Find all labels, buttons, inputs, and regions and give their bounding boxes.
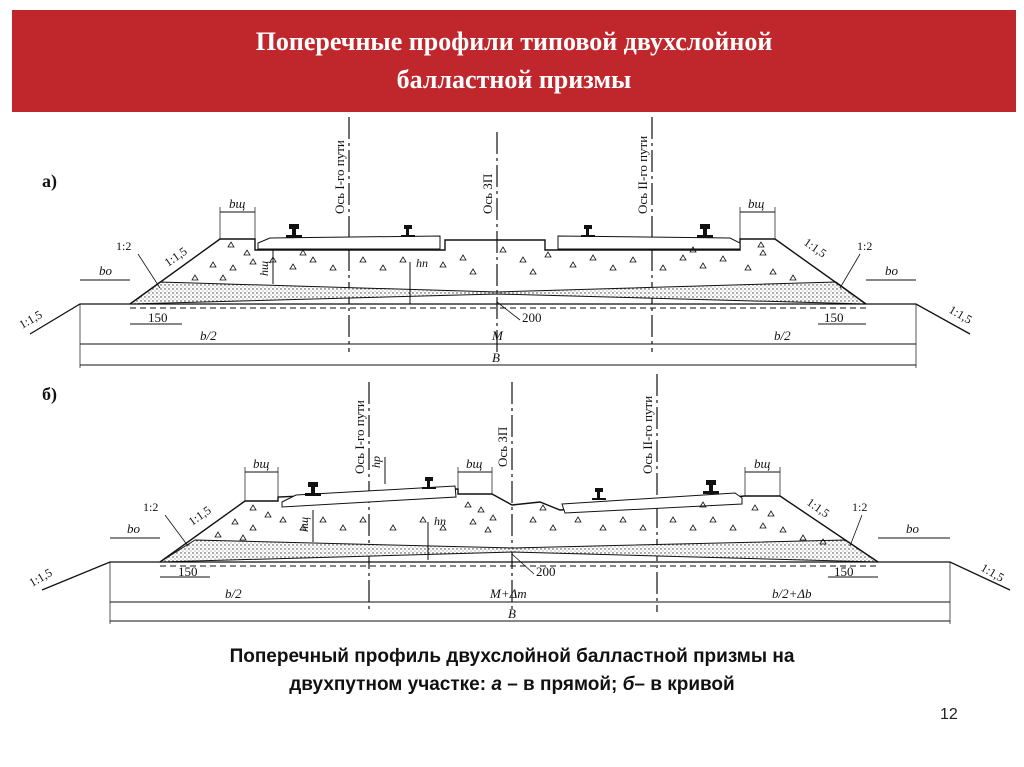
panel-a-sand-layer: [128, 281, 868, 305]
panel-a-hp-text: hп: [416, 256, 428, 270]
panel-a-bo-left-text: bо: [99, 263, 113, 278]
panel-b-b-half-right: b/2+Δb: [772, 586, 812, 601]
panel-b-stones: [214, 501, 827, 545]
panel-a-stones: [191, 241, 797, 281]
panel-b-ground-line: [41, 561, 1011, 591]
panel-a-200-text: 200: [522, 310, 542, 325]
panel-b-200-leader: [511, 553, 535, 575]
panel-a-B: B: [492, 350, 500, 365]
panel-a-b-half-right: b/2: [774, 328, 791, 343]
panel-a-slope-right-1-1-5: 1:1,5: [801, 235, 829, 260]
panel-a-bsh-right-text: bщ: [748, 196, 765, 211]
panel-b-bsh-left-text: bщ: [253, 456, 270, 471]
panel-a-150-right-text: 150: [824, 310, 844, 325]
panel-b-slope-right-1-2: 1:2: [852, 500, 867, 514]
panel-b-hp-text: hп: [434, 514, 446, 528]
panel-a-rail-4: [697, 224, 713, 238]
panel-a-label: а): [42, 171, 57, 192]
panel-a-rail-1: [286, 224, 302, 238]
panel-b-hr-text: hр: [369, 456, 383, 468]
panel-b-slope-outer-right: 1:1,5: [979, 560, 1007, 584]
panel-b-bsh-mid-text: bщ: [466, 456, 483, 471]
panel-b-M-dm: M+Δm: [489, 586, 527, 601]
panel-a-sleeper-left: [257, 235, 441, 250]
panel-b-hsh-text: hщ: [297, 517, 311, 532]
panel-a-M: M: [491, 328, 504, 343]
panel-a: а) Ось I-го пути Ось ЗП Ось II-го пути b…: [17, 117, 975, 368]
panel-b-sand-layer: [158, 539, 880, 563]
panel-b-rail-3: [592, 488, 606, 500]
panel-b-bsh-right-text: bщ: [754, 456, 771, 471]
panel-b: б) Ось I-го пути Ось ЗП Ось II-го пути h…: [27, 374, 1011, 624]
panel-a-200-leader: [496, 301, 521, 321]
caption-line-2-mid: – в прямой;: [501, 674, 623, 695]
panel-a-ballast-outline: [129, 238, 867, 305]
panel-a-axis-track1-text: Ось I-го пути: [332, 140, 347, 214]
caption-line-2-a: а: [491, 674, 502, 695]
panel-a-axis-track2-text: Ось II-го пути: [635, 136, 650, 214]
panel-a-slope-right-1-2: 1:2: [857, 239, 872, 253]
panel-b-rail-4: [703, 480, 719, 494]
panel-a-slope-left-leader: [137, 253, 161, 289]
panel-a-150-left-text: 150: [148, 310, 168, 325]
panel-b-slope-right-leader: [849, 514, 863, 547]
panel-b-label: б): [42, 384, 57, 405]
panel-a-rail-2: [401, 225, 415, 237]
caption-line-2-pre: двухпутном участке:: [289, 674, 492, 695]
panel-b-b-half-left: b/2: [225, 586, 242, 601]
panel-a-ground-line: [29, 303, 971, 335]
panel-b-axis-track2-text: Ось II-го пути: [640, 396, 655, 474]
panel-b-axis-track1-text: Ось I-го пути: [352, 400, 367, 474]
caption-line-2: двухпутном участке: а – в прямой; б– в к…: [60, 671, 964, 699]
panel-b-150-left-text: 150: [178, 564, 198, 579]
ballast-profiles-diagram: а) Ось I-го пути Ось ЗП Ось II-го пути b…: [17, 117, 1011, 624]
caption-line-2-post: – в кривой: [634, 674, 735, 695]
title-line-2: балластной призмы: [396, 65, 632, 94]
panel-a-bo-right-text: bо: [885, 263, 899, 278]
panel-b-bo-right-text: bо: [906, 521, 920, 536]
panel-b-sleeper-right: [561, 492, 743, 514]
panel-b-200-text: 200: [536, 564, 556, 579]
panel-b-150-right-text: 150: [834, 564, 854, 579]
title-line-1: Поперечные профили типовой двухслойной: [255, 27, 773, 56]
panel-b-axis-center-text: Ось ЗП: [495, 427, 510, 467]
caption-line-1: Поперечный профиль двухслойной балластно…: [229, 646, 795, 667]
panel-b-bo-left-text: bо: [127, 521, 141, 536]
panel-a-axis-center-text: Ось ЗП: [480, 174, 495, 214]
panel-b-rail-2: [422, 477, 436, 489]
panel-a-b-half-left: b/2: [200, 328, 217, 343]
panel-b-B: B: [508, 606, 516, 621]
panel-b-sleeper-left: [281, 485, 457, 508]
title-bar: Поперечные профили типовой двухслойной б…: [12, 10, 1016, 112]
panel-a-slope-left-1-1-5: 1:1,5: [162, 244, 190, 269]
panel-b-rail-1: [305, 482, 321, 496]
panel-a-bsh-left-text: bщ: [229, 196, 246, 211]
page-number: 12: [940, 706, 958, 723]
panel-b-slope-right-1-1-5: 1:1,5: [804, 495, 832, 520]
panel-b-slope-left-1-2: 1:2: [143, 500, 158, 514]
panel-a-rail-3: [581, 225, 595, 237]
figure-caption: Поперечный профиль двухслойной балластно…: [60, 643, 964, 699]
panel-a-hsh-text: hщ: [257, 261, 271, 276]
panel-b-slope-left-1-1-5: 1:1,5: [186, 503, 214, 528]
panel-a-slope-right-leader: [839, 253, 861, 289]
panel-b-slope-left-leader: [164, 514, 189, 547]
caption-line-2-b: б: [622, 674, 635, 695]
panel-a-slope-left-1-2: 1:2: [116, 239, 131, 253]
